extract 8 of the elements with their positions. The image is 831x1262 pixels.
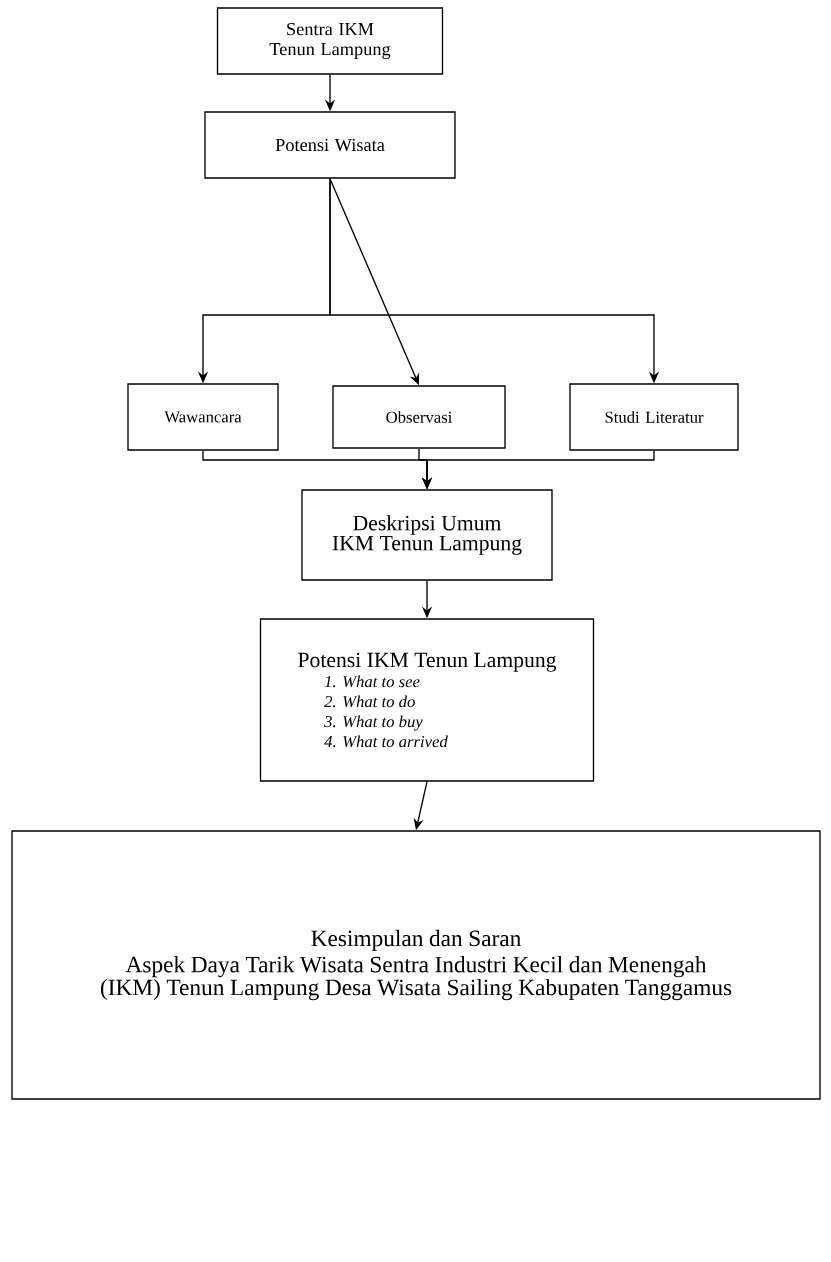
process-box: Sentra IKM Tenun Lampung bbox=[216, 7, 444, 75]
process-box: Deskripsi Umum IKM Tenun Lampung bbox=[301, 489, 553, 581]
process-box: Observasi bbox=[332, 385, 506, 449]
process-box: Studi Literatur bbox=[569, 383, 739, 451]
process-box: Wawancara bbox=[127, 383, 279, 451]
process-box: Kesimpulan dan Saran Aspek Daya Tarik Wisata Sentra Industri Kecil dan Menengah (IKM) Tenun Lampung Desa Wisata Sailing Kabupaten Tanggamus bbox=[11, 830, 821, 1100]
process-box: Potensi Wisata bbox=[204, 111, 456, 179]
process-box: Potensi IKM Tenun Lampung 1. What to see 2. What to do 3. What to buy 4. What to arrived bbox=[259, 618, 595, 782]
